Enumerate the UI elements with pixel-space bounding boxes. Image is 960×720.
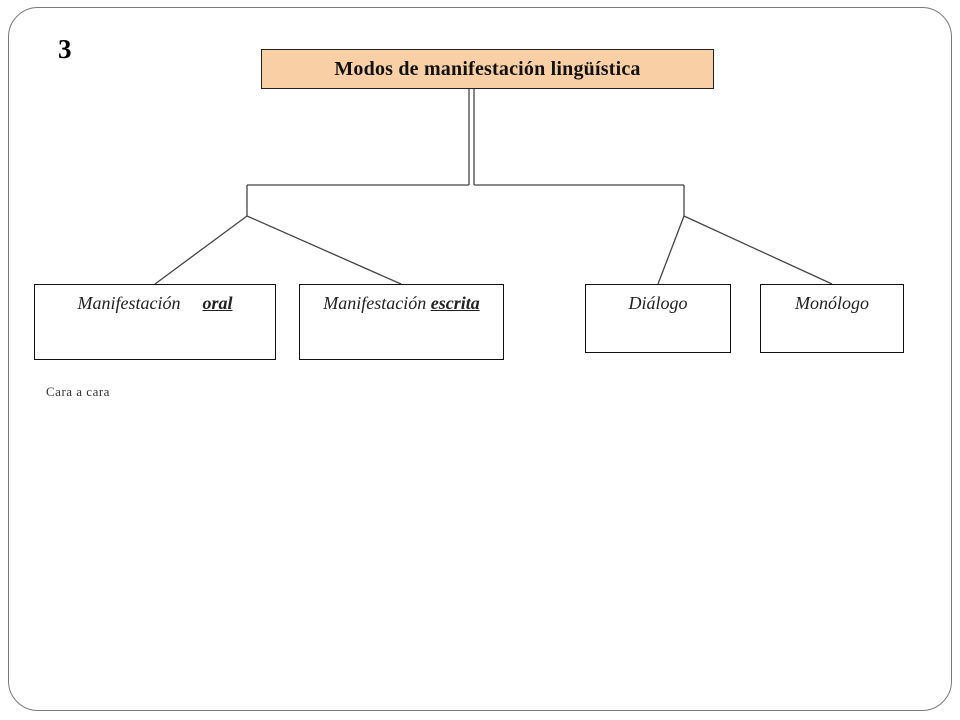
connector-monologo — [683, 215, 833, 285]
diagram-title: Modos de manifestación lingüística — [334, 57, 641, 80]
connector-escrita — [246, 215, 402, 285]
box-escrita-emphasis: escrita — [430, 293, 480, 313]
box-manifestacion-escrita: Manifestación escrita — [299, 284, 504, 360]
note-cara-a-cara: Cara a cara — [46, 384, 110, 399]
box-manifestacion-oral: Manifestación oral — [34, 284, 276, 360]
box-dialogo: Diálogo — [585, 284, 731, 353]
connector-dialogo — [657, 215, 685, 285]
box-oral-prefix: Manifestación — [77, 293, 181, 313]
diagram-title-box: Modos de manifestación lingüística — [261, 49, 714, 89]
slide-number: 3 — [58, 34, 72, 64]
connector-oral — [154, 215, 248, 285]
box-dialogo-label: Diálogo — [628, 293, 688, 313]
box-monologo: Monólogo — [760, 284, 904, 353]
box-monologo-label: Monólogo — [795, 293, 869, 313]
box-escrita-prefix: Manifestación — [323, 293, 427, 313]
box-oral-emphasis: oral — [202, 293, 233, 313]
